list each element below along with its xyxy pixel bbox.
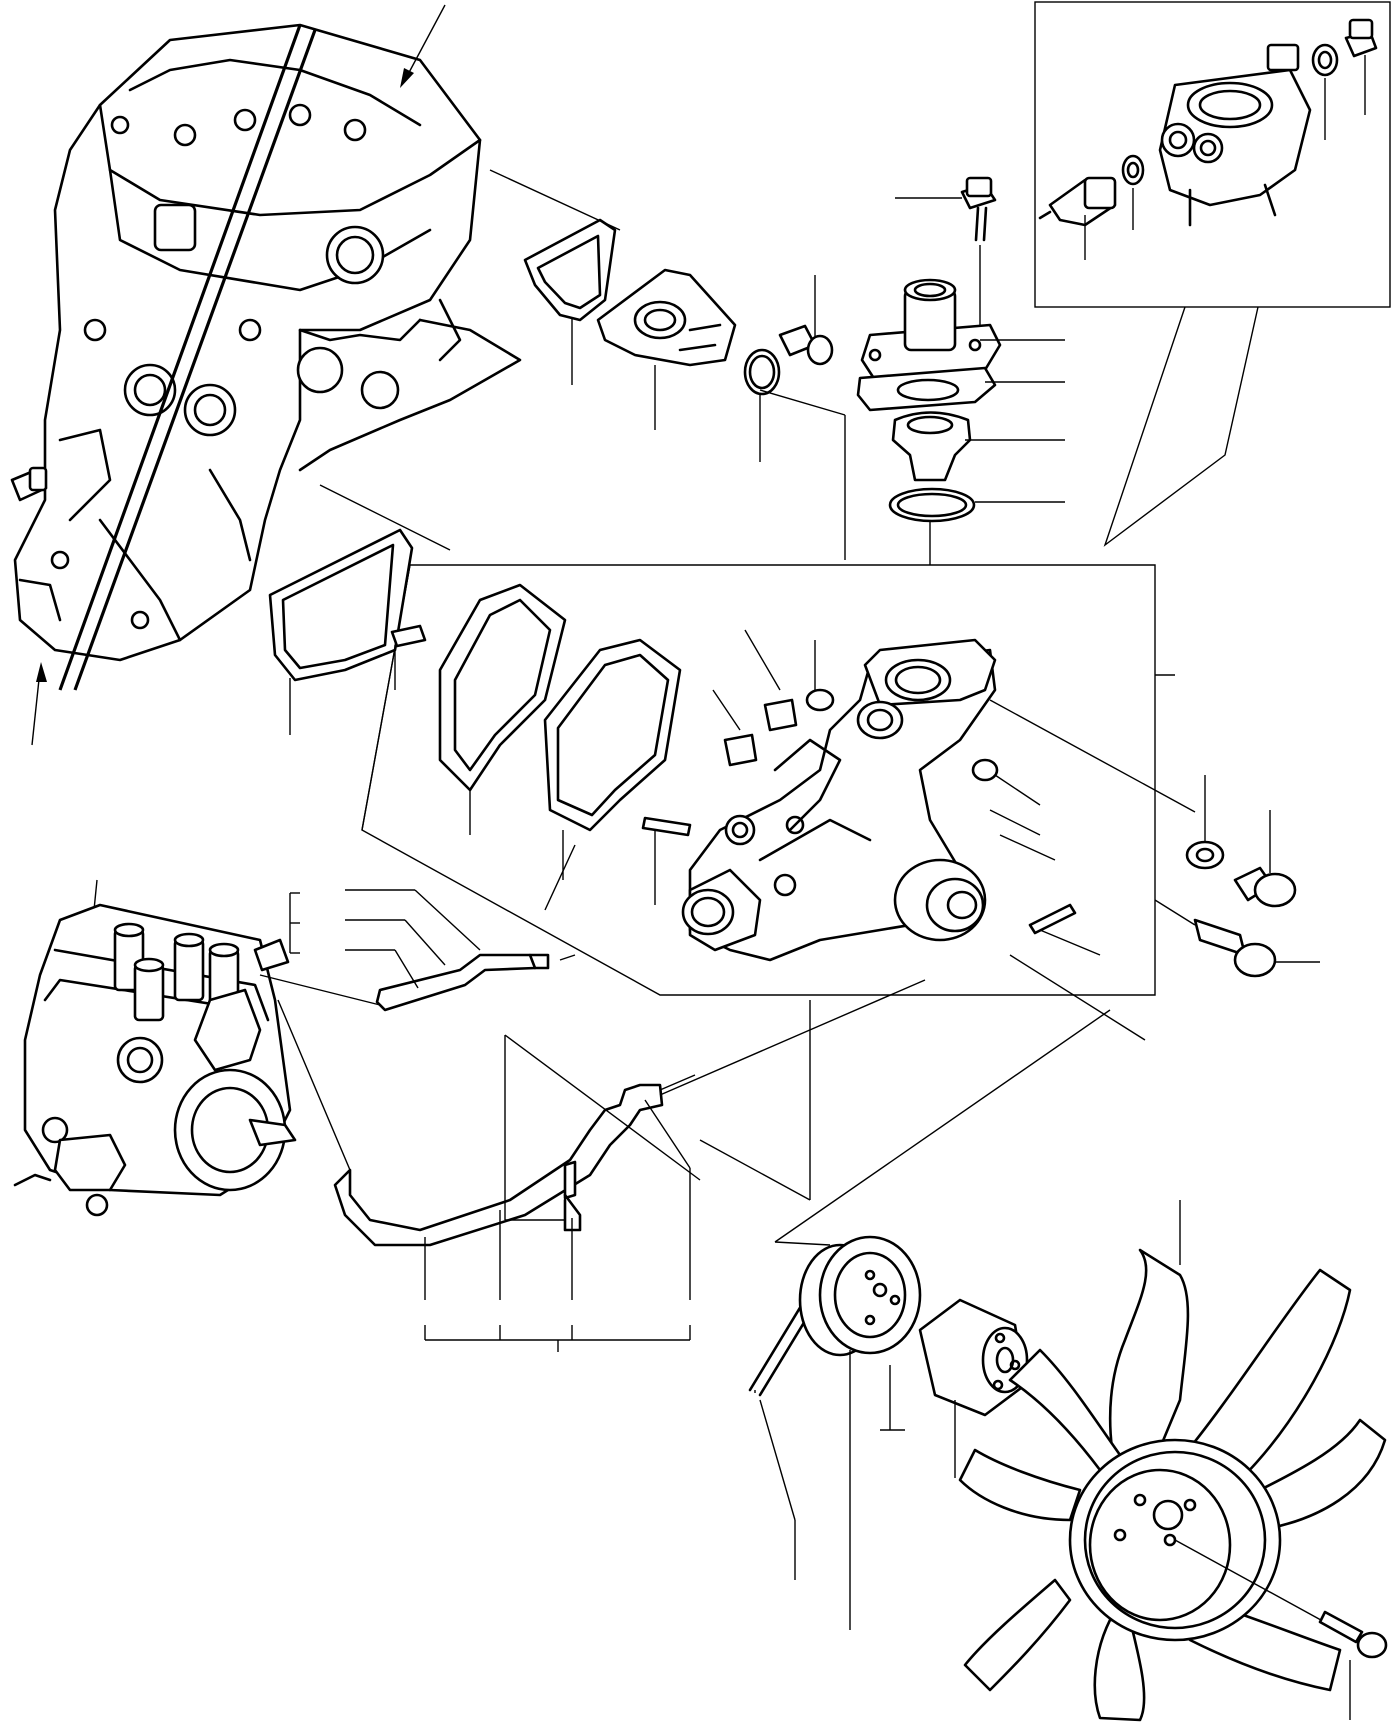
pump-bolts: [989, 699, 1320, 978]
thermostat-group: [856, 176, 1065, 565]
sensor-inset: [1034, 1, 1391, 547]
fan-pulley-group: [748, 954, 1388, 1722]
coolant-hoses: [289, 844, 926, 1352]
water-outlet-group: [489, 169, 846, 560]
cylinder-block: [10, 23, 522, 691]
injection-pump: [13, 903, 381, 1217]
water-pump-box: [268, 484, 1175, 996]
